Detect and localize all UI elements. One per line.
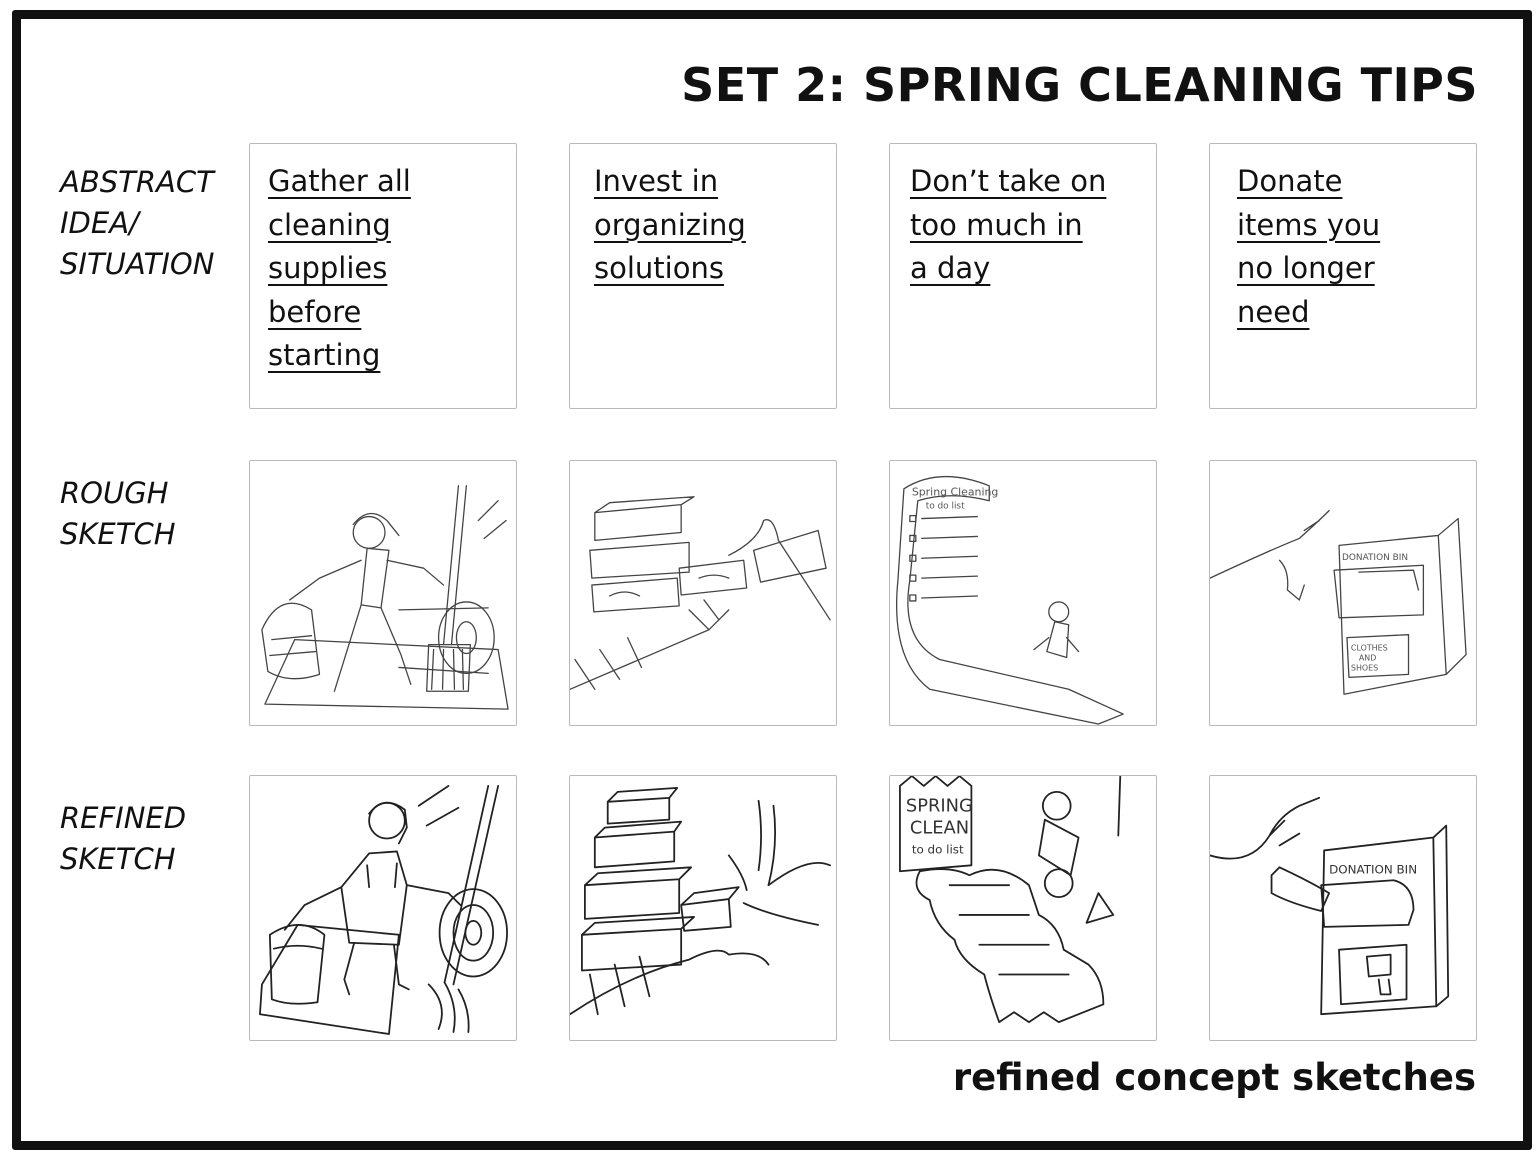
refined-sketch-boxes [569,775,837,1041]
idea-line: organizing [594,207,746,242]
organizing-boxes-illustration [570,787,831,1016]
rough-sketch-donation: DONATION BIN CLOTHES AND SHOES [1209,460,1477,726]
idea-line: Donate [1237,164,1343,198]
row-label-refined: REFINED SKETCH [60,798,186,880]
refined-todo-subtitle: CLEAN [910,818,969,839]
idea-line: no longer [1237,251,1375,285]
row-label-line: SKETCH [60,517,176,551]
row-label-line: IDEA/ [60,206,139,240]
page-title: SET 2: SPRING CLEANING TIPS [681,58,1478,112]
idea-line: Invest in [594,164,719,198]
row-label-line: REFINED [60,801,187,835]
idea-line: Don’t take on [910,164,1107,198]
rough-sketch-todo-list: Spring Cleaning to do list [889,460,1157,726]
refined-sketch-janitor [249,775,517,1041]
refined-sketch-donation: DONATION BIN [1209,775,1477,1041]
row-label-line: SITUATION [60,247,215,281]
rough-bin-label: DONATION BIN [1342,553,1408,563]
refined-todo-caption: to do list [912,842,964,856]
janitor-with-supplies-illustration [259,785,508,1035]
rough-clothes-label: SHOES [1351,663,1378,672]
long-todo-list-illustration: SPRING CLEAN to do list [899,776,1122,1024]
row-label-abstract: ABSTRACT IDEA/ SITUATION [60,162,214,285]
idea-line: a day [910,251,991,285]
idea-line: solutions [594,251,724,285]
donation-bin-illustration: DONATION BIN [1210,796,1450,1016]
refined-sketch-todo-list: SPRING CLEAN to do list [889,775,1157,1041]
idea-panel-organizing: Invest in organizing solutions [569,143,837,409]
page-frame [12,10,1532,1150]
idea-text: Don’t take on too much in a day [910,160,1106,291]
row-label-line: SKETCH [60,842,176,876]
refined-bin-label: DONATION BIN [1329,862,1417,876]
long-todo-list-illustration: Spring Cleaning to do list [895,475,1124,725]
idea-text: Donate items you no longer need [1237,160,1380,334]
janitor-with-supplies-illustration [261,485,509,710]
idea-panel-gather-supplies: Gather all cleaning supplies before star… [249,143,517,409]
row-label-line: ABSTRACT [60,165,214,199]
refined-todo-title: SPRING [906,796,973,817]
row-label-line: ROUGH [60,476,169,510]
rough-clothes-label: AND [1359,653,1376,662]
idea-line: cleaning [268,207,391,242]
donation-bin-illustration: DONATION BIN CLOTHES AND SHOES [1210,509,1467,695]
rough-sketch-janitor [249,460,517,726]
idea-line: items you [1237,207,1381,242]
organizing-boxes-illustration [570,496,831,690]
footer-caption: refined concept sketches [952,1056,1476,1099]
idea-line: Gather all [268,164,411,198]
idea-line: supplies [268,251,388,285]
idea-text: Invest in organizing solutions [594,160,746,291]
idea-text: Gather all cleaning supplies before star… [268,160,411,378]
todo-list-subtitle: to do list [926,502,965,512]
idea-line: before [268,294,362,329]
todo-list-title: Spring Cleaning [912,486,998,499]
idea-panel-donate: Donate items you no longer need [1209,143,1477,409]
idea-line: too much in [910,207,1083,242]
row-label-rough: ROUGH SKETCH [60,473,176,555]
idea-panel-one-day: Don’t take on too much in a day [889,143,1157,409]
idea-line: need [1237,294,1310,329]
rough-clothes-label: CLOTHES [1351,644,1388,653]
rough-sketch-boxes [569,460,837,726]
idea-line: starting [268,338,381,372]
